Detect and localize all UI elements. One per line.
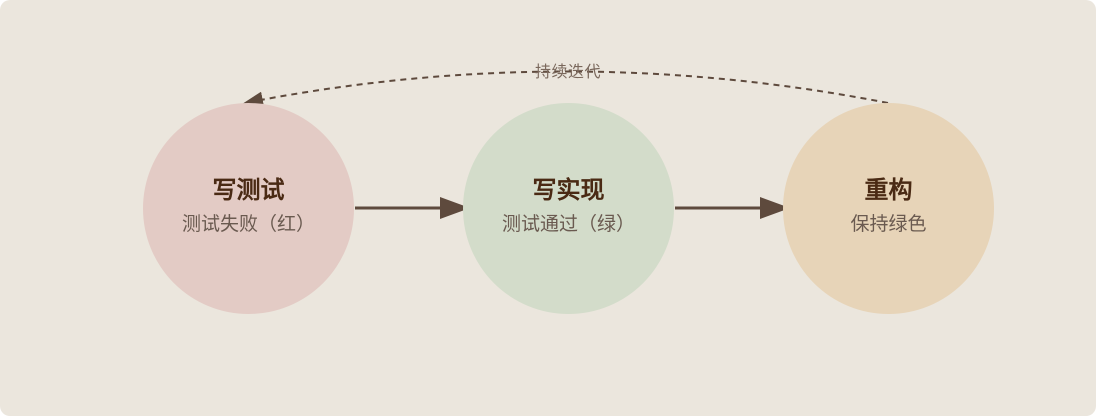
node-title: 重构 (864, 175, 913, 204)
node-refactor: 重构 保持绿色 (783, 103, 994, 314)
loop-label: 持续迭代 (534, 62, 601, 81)
node-title: 写测试 (212, 175, 285, 204)
node-subtitle: 保持绿色 (850, 212, 927, 235)
node-subtitle: 测试通过（绿） (501, 212, 635, 235)
node-write-implementation: 写实现 测试通过（绿） (463, 103, 674, 314)
node-write-test: 写测试 测试失败（红） (143, 103, 354, 314)
node-subtitle: 测试失败（红） (181, 212, 315, 235)
node-title: 写实现 (532, 175, 605, 204)
